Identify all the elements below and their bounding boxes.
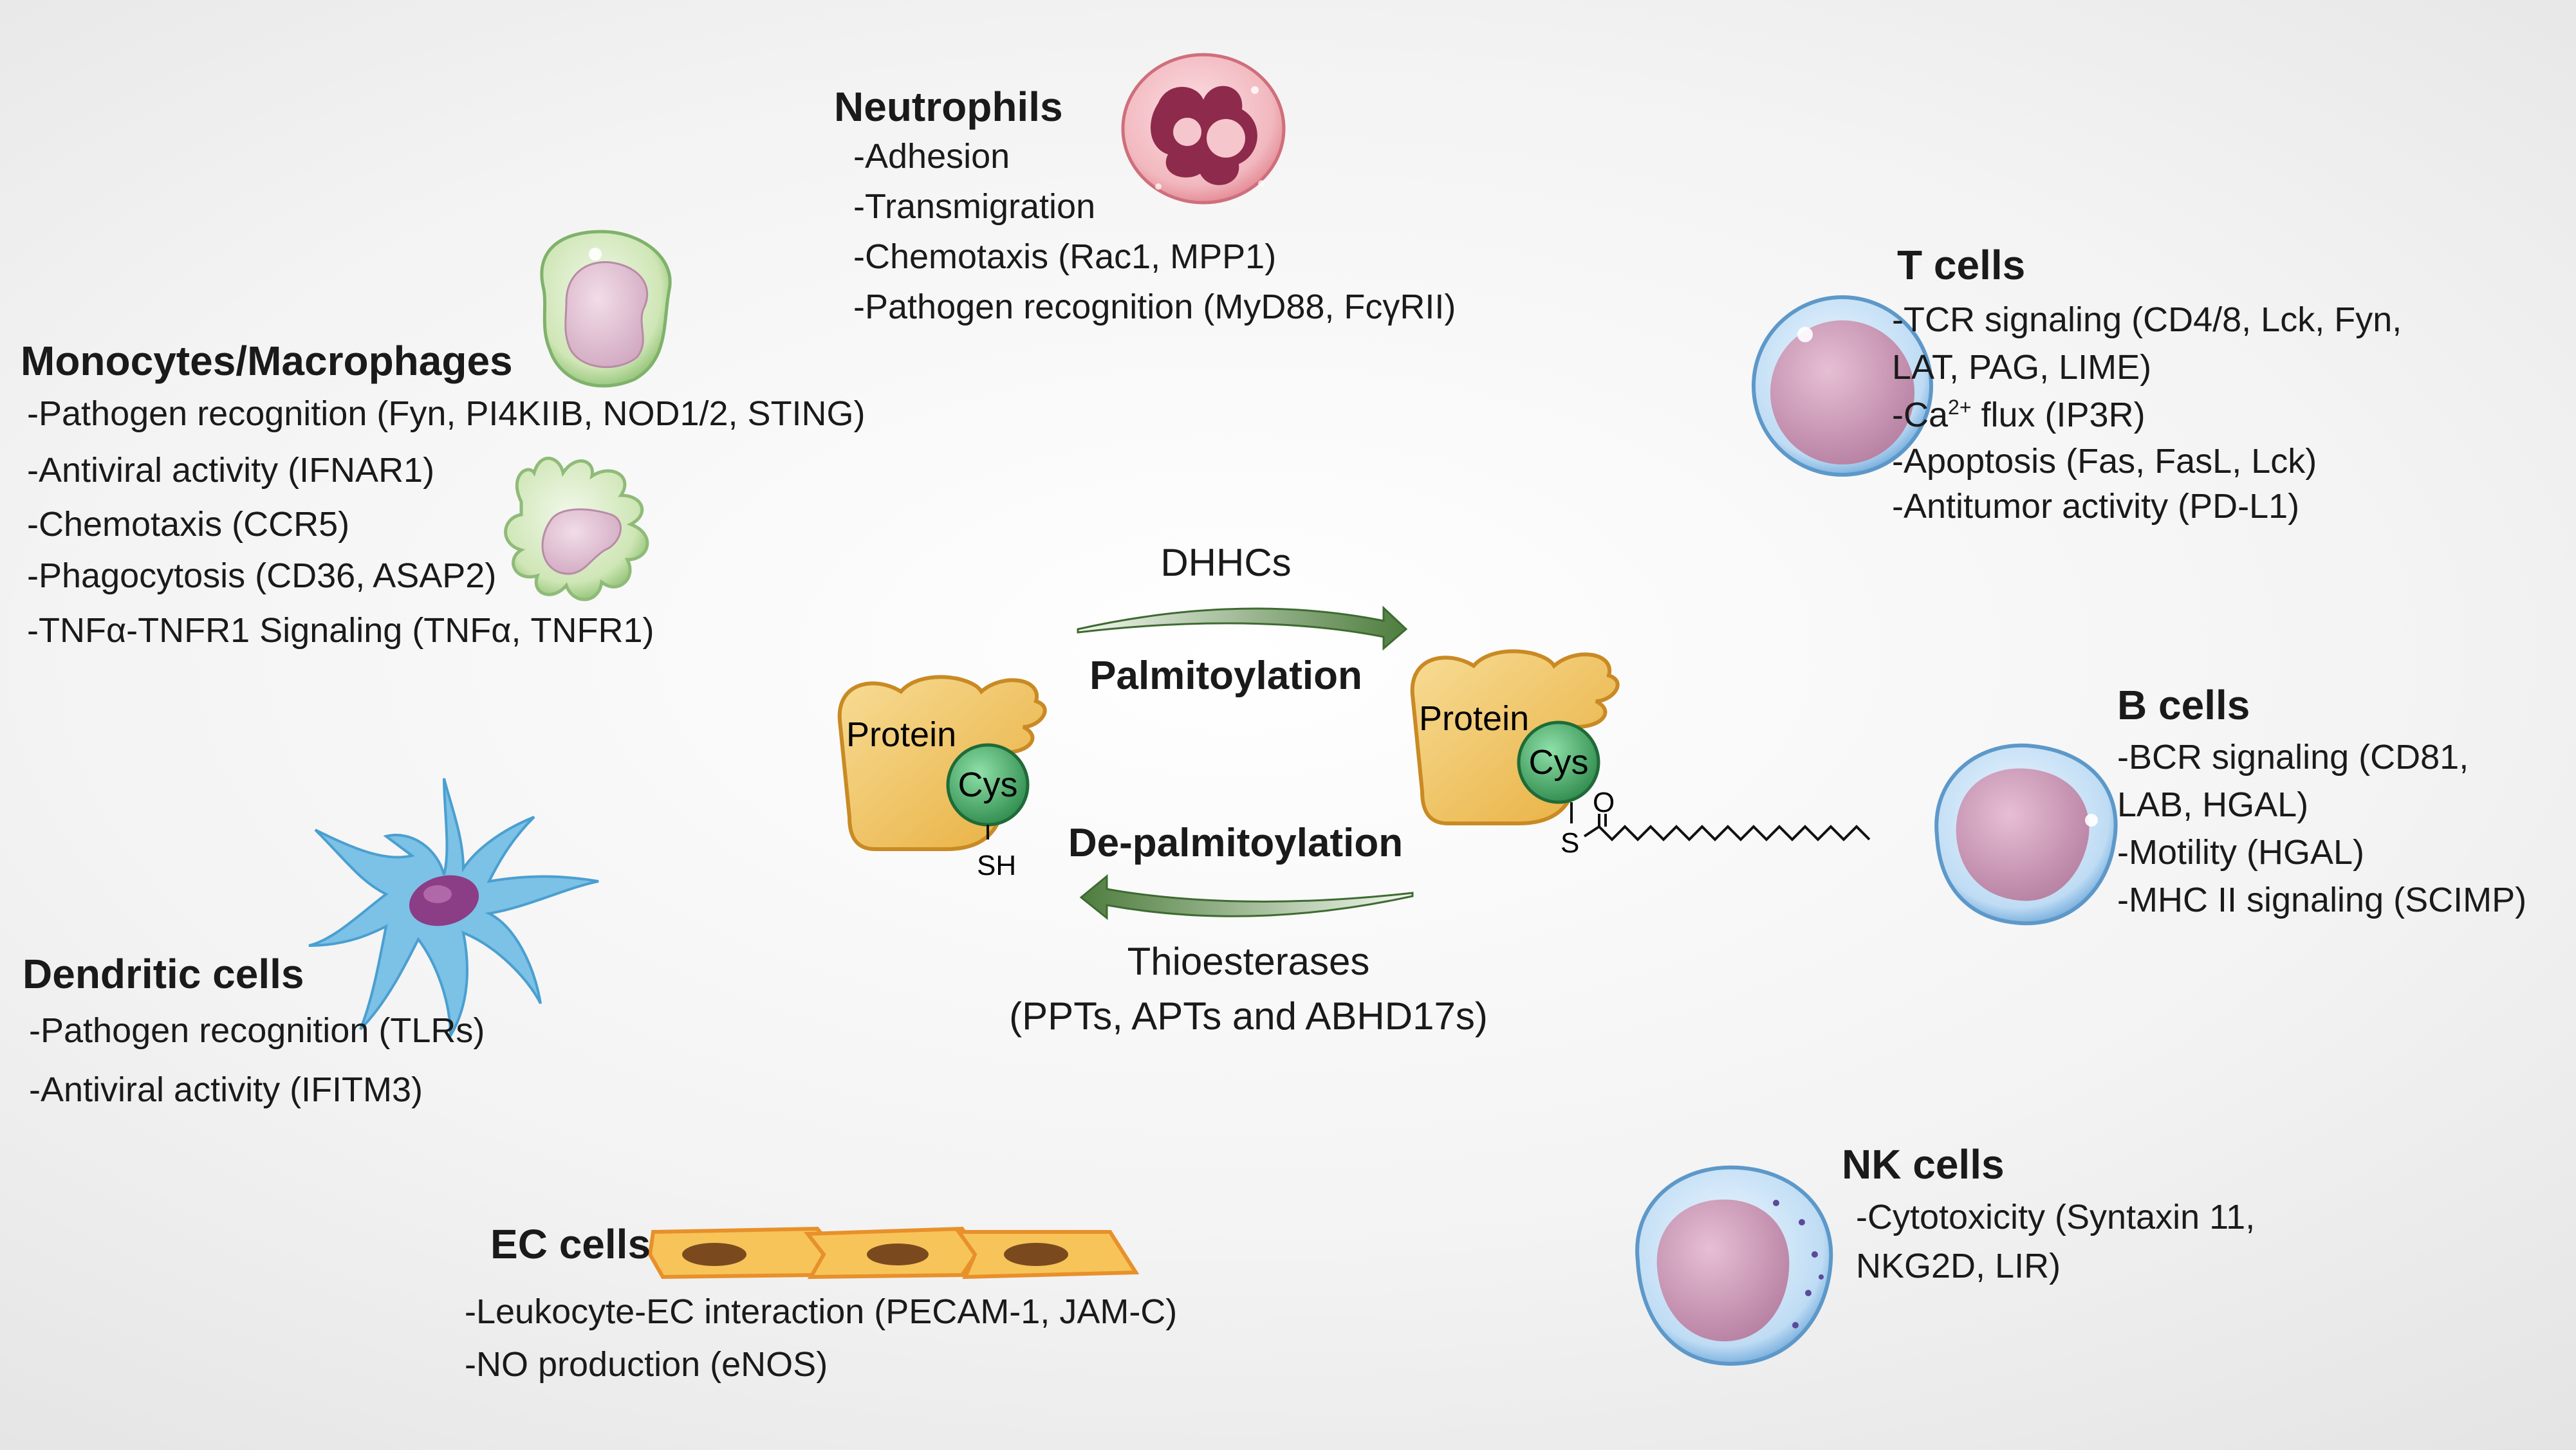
t-cell-icon [1752, 295, 1933, 477]
depalmitoylation-arrow [1079, 874, 1414, 921]
protein-label-right: Protein [1419, 699, 1529, 738]
t-cells-title: T cells [1897, 242, 2026, 288]
monocytes-item: -Pathogen recognition (Fyn, PI4KIIB, NOD… [27, 394, 866, 433]
neutrophils-item: -Pathogen recognition (MyD88, FcγRII) [853, 287, 1456, 326]
neutrophils-item: -Adhesion [853, 136, 1010, 176]
thioesterase-list-label: (PPTs, APTs and ABHD17s) [1009, 995, 1488, 1038]
t-cells-item: LAT, PAG, LIME) [1892, 347, 2152, 387]
nk-cells-title: NK cells [1842, 1141, 2005, 1188]
monocytes-block: Monocytes/Macrophages -Pathogen recognit… [21, 338, 866, 659]
nk-cells-item: -Cytotoxicity (Syntaxin 11, [1856, 1197, 2256, 1236]
t-cells-item: -TCR signaling (CD4/8, Lck, Fyn, [1892, 300, 2402, 339]
b-cells-item: LAB, HGAL) [2117, 785, 2309, 824]
dendritic-cell-icon [308, 778, 599, 1041]
neutrophil-icon [1121, 53, 1286, 205]
ec-cells-title-wrap: EC cells [490, 1221, 651, 1269]
protein-icon [837, 675, 1047, 851]
t-cells-item: -Apoptosis (Fas, FasL, Lck) [1892, 441, 2317, 481]
palmitoylated-protein-icon [1410, 649, 1620, 825]
palmitoylation-arrow [1077, 605, 1408, 651]
b-cells-item: -Motility (HGAL) [2117, 832, 2365, 872]
monocytes-title: Monocytes/Macrophages [21, 338, 513, 384]
ec-cells-block: -Leukocyte-EC interaction (PECAM-1, JAM-… [465, 1285, 1177, 1391]
dendritic-item: -Pathogen recognition (TLRs) [29, 1011, 485, 1050]
depalmitoylation-label: De-palmitoylation [1068, 821, 1404, 865]
t-cells-item: -Antitumor activity (PD-L1) [1892, 486, 2300, 526]
nk-cell-icon [1635, 1165, 1833, 1366]
monocytes-item: -Chemotaxis (CCR5) [27, 504, 350, 544]
ec-cells-item: -NO production (eNOS) [465, 1345, 828, 1384]
ec-cells-title: EC cells [490, 1221, 651, 1267]
cys-label-left: Cys [958, 766, 1018, 804]
monocytes-item: -TNFα-TNFR1 Signaling (TNFα, TNFR1) [27, 610, 654, 650]
nk-cells-item: NKG2D, LIR) [1856, 1246, 2061, 1285]
neutrophils-item: -Transmigration [853, 187, 1096, 226]
palmitoylation-label: Palmitoylation [1089, 654, 1362, 698]
cys-label-right: Cys [1529, 743, 1589, 782]
nk-cells-block: NK cells -Cytotoxicity (Syntaxin 11, NKG… [1842, 1141, 2255, 1290]
ca-suffix: flux (IP3R) [1971, 395, 2145, 434]
macrophage-icon [504, 457, 649, 601]
b-cells-block: B cells -BCR signaling (CD81, LAB, HGAL)… [2117, 682, 2526, 924]
b-cells-item: -BCR signaling (CD81, [2117, 737, 2469, 776]
neutrophils-title: Neutrophils [834, 84, 1063, 130]
o-label: O [1593, 787, 1615, 818]
ec-cells-item: -Leukocyte-EC interaction (PECAM-1, JAM-… [465, 1292, 1178, 1331]
monocytes-item: -Antiviral activity (IFNAR1) [27, 450, 435, 490]
neutrophils-item: -Chemotaxis (Rac1, MPP1) [853, 237, 1277, 276]
b-cell-icon [1934, 743, 2118, 926]
sh-label: SH [977, 850, 1016, 881]
b-cells-item: -MHC II signaling (SCIMP) [2117, 880, 2527, 919]
endothelial-cells-icon [647, 1226, 1140, 1280]
ca-superscript: 2+ [1948, 395, 1972, 419]
ca-prefix: -Ca [1892, 395, 1949, 434]
b-cells-title: B cells [2117, 682, 2250, 728]
monocytes-item: -Phagocytosis (CD36, ASAP2) [27, 556, 497, 595]
t-cells-ca-item: -Ca2+ flux (IP3R) [1892, 391, 2402, 439]
dhhcs-label: DHHCs [1160, 541, 1292, 584]
t-cells-block: T cells -TCR signaling (CD4/8, Lck, Fyn,… [1892, 242, 2402, 529]
monocyte-icon [540, 230, 672, 388]
neutrophils-block: Neutrophils -Adhesion -Transmigration -C… [834, 84, 1456, 332]
protein-label-left: Protein [846, 715, 956, 754]
palmitoyl-chain [1583, 814, 1871, 841]
thioesterases-label: Thioesterases [1127, 940, 1370, 983]
dendritic-title: Dendritic cells [23, 951, 304, 997]
dendritic-block: Dendritic cells -Pathogen recognition (T… [23, 951, 485, 1119]
s-label: S [1561, 827, 1579, 859]
dendritic-item: -Antiviral activity (IFITM3) [29, 1070, 423, 1109]
